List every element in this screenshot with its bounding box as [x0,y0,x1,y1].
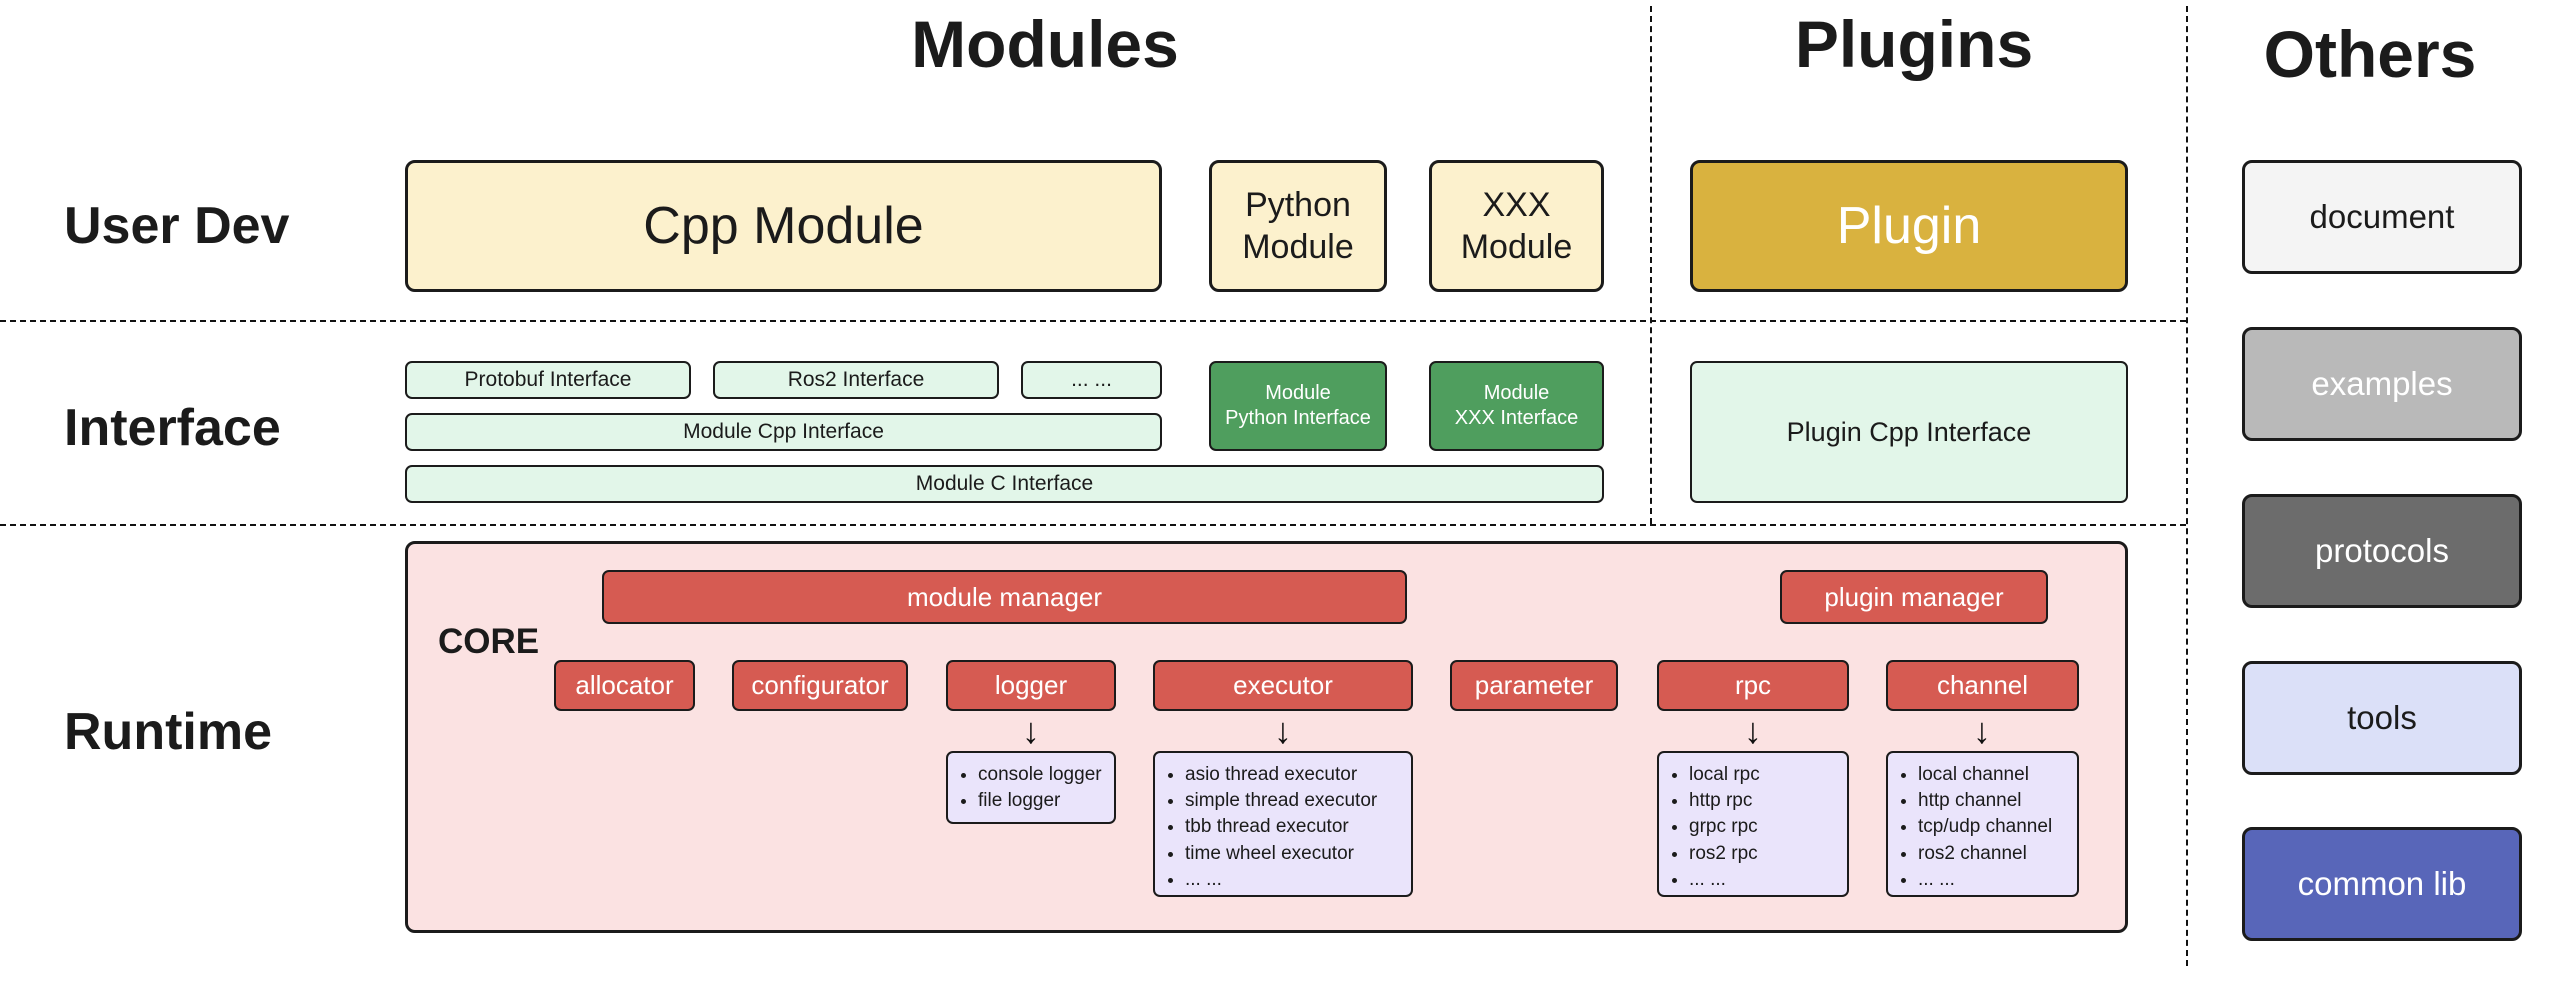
plugin-cpp-interface-box: Plugin Cpp Interface [1690,361,2128,503]
list-item: grpc rpc [1689,814,1841,840]
list-item: time wheel executor [1185,841,1405,867]
list-item: http rpc [1689,788,1841,814]
list-item: ros2 rpc [1689,841,1841,867]
logger-list: console logger file logger [948,753,1114,820]
rpc-box: rpc [1657,660,1849,711]
interface-label: Interface [64,399,281,457]
list-item: console logger [978,762,1108,788]
list-item: ros2 channel [1918,841,2071,867]
cpp-module-box: Cpp Module [405,160,1162,292]
list-item: simple thread executor [1185,788,1405,814]
plugin-box: Plugin [1690,160,2128,292]
list-item: tbb thread executor [1185,814,1405,840]
channel-list: local channel http channel tcp/udp chann… [1888,753,2077,895]
module-manager-box: module manager [602,570,1407,624]
list-item: tcp/udp channel [1918,814,2071,840]
rpc-list: local rpc http rpc grpc rpc ros2 rpc ...… [1659,753,1847,895]
tools-box: tools [2242,661,2522,775]
channel-list-box: local channel http channel tcp/udp chann… [1886,751,2079,897]
modules-header: Modules [911,7,1179,81]
ros2-interface-box: Ros2 Interface [713,361,999,399]
common-lib-box: common lib [2242,827,2522,941]
protocols-box: protocols [2242,494,2522,608]
module-c-interface-box: Module C Interface [405,465,1604,503]
rpc-list-box: local rpc http rpc grpc rpc ros2 rpc ...… [1657,751,1849,897]
protobuf-interface-box: Protobuf Interface [405,361,691,399]
module-python-interface-box: Module Python Interface [1209,361,1387,451]
allocator-box: allocator [554,660,695,711]
examples-box: examples [2242,327,2522,441]
channel-arrow-icon: ↓ [1973,710,1991,751]
parameter-box: parameter [1450,660,1618,711]
plugins-others-divider [2186,6,2188,966]
plugin-manager-box: plugin manager [1780,570,2048,624]
list-item: local rpc [1689,762,1841,788]
document-box: document [2242,160,2522,274]
list-item: ... ... [1689,867,1841,893]
channel-box: channel [1886,660,2079,711]
configurator-box: configurator [732,660,908,711]
userdev-interface-divider [0,320,2186,322]
list-item: ... ... [1918,867,2071,893]
list-item: file logger [978,788,1108,814]
logger-arrow-icon: ↓ [1022,710,1040,751]
interface-dots-box: ... ... [1021,361,1162,399]
xxx-module-box: XXX Module [1429,160,1604,292]
modules-plugins-divider [1650,6,1652,524]
logger-list-box: console logger file logger [946,751,1116,824]
rpc-arrow-icon: ↓ [1744,710,1762,751]
list-item: http channel [1918,788,2071,814]
user-dev-label: User Dev [64,197,290,255]
core-label: CORE [438,622,540,661]
executor-box: executor [1153,660,1413,711]
python-module-box: Python Module [1209,160,1387,292]
runtime-label: Runtime [64,703,272,761]
list-item: asio thread executor [1185,762,1405,788]
list-item: local channel [1918,762,2071,788]
module-xxx-interface-box: Module XXX Interface [1429,361,1604,451]
module-cpp-interface-box: Module Cpp Interface [405,413,1162,451]
others-header: Others [2263,17,2477,91]
logger-box: logger [946,660,1116,711]
list-item: ... ... [1185,867,1405,893]
interface-runtime-divider [0,524,2186,526]
executor-list-box: asio thread executor simple thread execu… [1153,751,1413,897]
executor-list: asio thread executor simple thread execu… [1155,753,1411,895]
executor-arrow-icon: ↓ [1274,710,1292,751]
plugins-header: Plugins [1794,7,2034,81]
